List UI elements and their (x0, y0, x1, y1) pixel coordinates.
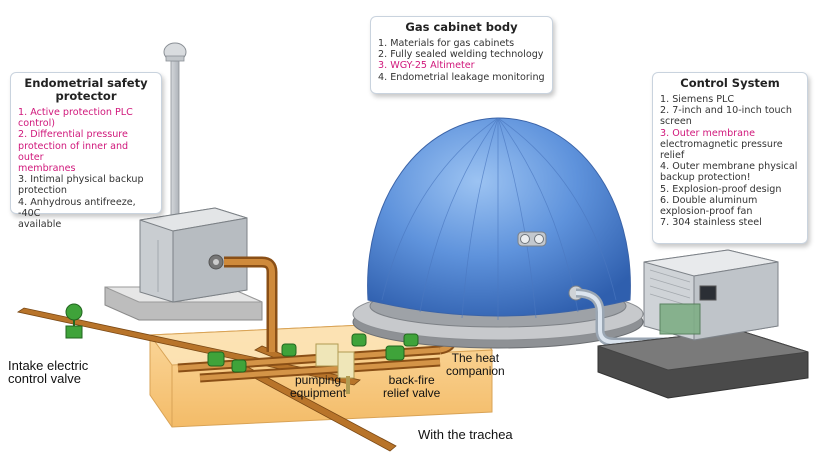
safety-item-2: 2. Differential pressure (18, 129, 128, 141)
control-item-2: screen (660, 116, 692, 128)
protector-riser-pipe (224, 256, 278, 352)
gas-item-0: 1. Materials for gas cabinets (378, 38, 515, 49)
gas-item-1: 2. Fully sealed welding technology (378, 49, 544, 61)
safety-title-line1: Endometrial safety (24, 76, 148, 90)
control-item-4: electromagnetic pressure (660, 138, 783, 150)
control-item-10: explosion-proof fan (660, 206, 753, 218)
heat-label-line2: companion (446, 364, 505, 378)
safety-protector-title: Endometrial safety protector (15, 77, 157, 103)
safety-item-3: protection of inner and outer (18, 140, 129, 163)
gas-item-3: 4. Endometrial leakage monitoring (378, 71, 545, 83)
control-system-base (597, 329, 809, 399)
label-trachea: With the trachea (418, 427, 513, 442)
label-intake-valve: Intake electric control valve (8, 359, 88, 385)
intake-valve (65, 303, 83, 339)
safety-protector-box (139, 207, 248, 303)
backfire-label-line2: relief valve (383, 386, 441, 400)
control-item-6: 4. Outer membrane physical (660, 161, 798, 173)
gas-cabinet-callout: Gas cabinet body 1. Materials for gas ca… (370, 16, 553, 94)
label-heat-companion: The heat companion (446, 352, 505, 378)
pumping-equipment (315, 343, 355, 394)
intake-label-line2: control valve (8, 371, 81, 386)
safety-item-7: 4. Anhydrous antifreeze, -40C (18, 196, 136, 219)
control-cabinet (643, 249, 779, 341)
gas-holder-dome (367, 117, 631, 320)
safety-item-1: control) (18, 118, 55, 130)
control-item-11: 7. 304 stainless steel (660, 217, 762, 229)
heat-label-line1: The heat (451, 351, 500, 365)
control-item-0: 1. Siemens PLC (660, 94, 735, 105)
gas-item-2: 3. WGY-25 Altimeter (378, 60, 475, 72)
control-item-5: relief (660, 150, 685, 162)
manifold-valves (207, 333, 419, 373)
safety-item-8: available (18, 219, 62, 231)
control-item-7: backup protection! (660, 172, 751, 184)
control-item-8: 5. Explosion-proof design (660, 183, 782, 195)
control-item-3: 3. Outer membrane (660, 127, 755, 139)
label-backfire-valve: back-fire relief valve (383, 374, 440, 400)
control-link-pipe (575, 288, 700, 347)
control-item-1: 2. 7-inch and 10-inch touch (660, 105, 792, 117)
safety-item-6: protection (18, 185, 68, 197)
safety-title-line2: protector (55, 89, 117, 103)
safety-item-0: 1. Active protection PLC (18, 107, 133, 118)
control-item-9: 6. Double aluminum (660, 194, 758, 206)
safety-item-4: membranes (18, 163, 76, 175)
safety-protector-callout: Endometrial safety protector 1. Active p… (10, 72, 162, 230)
intake-label-line1: Intake electric (8, 358, 89, 373)
dome-sight-windows (517, 231, 547, 247)
control-system-title: Control System (680, 76, 780, 90)
gas-cabinet-title: Gas cabinet body (405, 20, 518, 34)
safety-item-5: 3. Intimal physical backup (18, 174, 144, 186)
pumping-label-line2: equipment (290, 386, 347, 400)
backfire-label-line1: back-fire (388, 373, 435, 387)
label-pumping-equipment: pumping equipment (290, 374, 346, 400)
pumping-label-line1: pumping (295, 373, 342, 387)
vent-pole (163, 42, 187, 221)
